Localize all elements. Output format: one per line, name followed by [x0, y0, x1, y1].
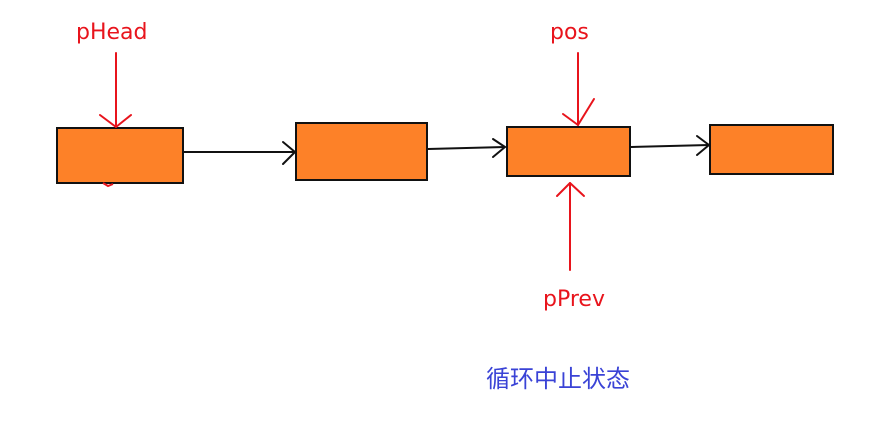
pointer-tick-mark — [102, 182, 114, 188]
list-node-3 — [506, 126, 631, 177]
list-node-4 — [709, 124, 834, 175]
next-link-1-2 — [183, 141, 296, 165]
pointer-label-head: pHead — [76, 20, 148, 45]
pointer-arrow-prev — [556, 182, 585, 271]
list-node-2 — [295, 122, 428, 181]
next-link-2-3 — [427, 138, 506, 158]
diagram-caption: 循环中止状态 — [486, 365, 630, 393]
pointer-arrow-head — [99, 52, 132, 128]
pointer-arrow-pos — [562, 52, 595, 126]
pointer-label-pos: pos — [550, 20, 589, 45]
list-node-1 — [56, 127, 184, 184]
pointer-label-prev: pPrev — [543, 287, 605, 312]
next-link-3-4 — [630, 135, 710, 156]
